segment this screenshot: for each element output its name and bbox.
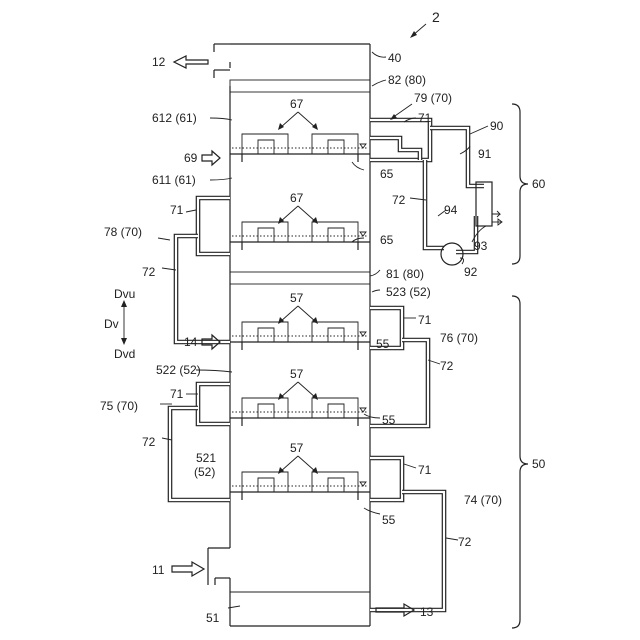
label-91: 91 — [478, 147, 492, 161]
label-65-b: 65 — [380, 233, 394, 247]
column-body — [208, 44, 370, 626]
label-57-a: 57 — [290, 291, 304, 305]
partition-layer-82 — [230, 80, 370, 92]
label-71-c: 71 — [418, 313, 432, 327]
label-76: 76 (70) — [440, 331, 478, 345]
tray-611 — [230, 222, 370, 250]
figure-number: 2 — [432, 9, 440, 25]
partition-layer-81 — [230, 272, 370, 284]
label-60: 60 — [532, 177, 546, 191]
label-67-b: 67 — [290, 191, 304, 205]
pipe-78 — [176, 198, 230, 342]
label-612: 612 (61) — [152, 111, 197, 125]
arrow-inlet-11 — [172, 562, 204, 576]
label-dvd: Dvd — [114, 347, 135, 361]
pipe-79 — [370, 120, 430, 160]
label-12: 12 — [152, 55, 166, 69]
tray-612 — [230, 134, 370, 162]
brace-50 — [512, 296, 528, 628]
label-522: 522 (52) — [156, 363, 201, 377]
label-72-d: 72 — [142, 435, 156, 449]
label-11: 11 — [152, 563, 165, 577]
pipe-75 — [170, 384, 230, 500]
label-dv: Dv — [104, 317, 119, 331]
label-92: 92 — [464, 265, 478, 279]
label-50: 50 — [532, 457, 546, 471]
label-55-c: 55 — [382, 513, 396, 527]
label-523: 523 (52) — [386, 285, 431, 299]
leader-lines — [158, 24, 488, 608]
label-55-b: 55 — [382, 413, 396, 427]
label-71-a: 71 — [418, 111, 432, 125]
label-72-c: 72 — [440, 359, 454, 373]
label-13: 13 — [420, 605, 434, 619]
label-94: 94 — [444, 203, 458, 217]
tray-521 — [230, 472, 370, 500]
label-51: 51 — [206, 611, 220, 625]
pipe-74 — [370, 458, 444, 610]
label-71-b: 71 — [170, 203, 184, 217]
label-74: 74 (70) — [464, 493, 502, 507]
label-57-c: 57 — [290, 441, 304, 455]
label-67-a: 67 — [290, 97, 304, 111]
brace-60 — [512, 104, 528, 264]
label-57-b: 57 — [290, 367, 304, 381]
label-521-paren: (52) — [194, 465, 215, 479]
arrow-inlet-69 — [202, 151, 220, 165]
label-55-a: 55 — [376, 337, 390, 351]
label-72-e: 72 — [458, 535, 472, 549]
label-65-a: 65 — [380, 167, 394, 181]
label-90: 90 — [490, 119, 504, 133]
tray-523 — [230, 322, 370, 350]
label-14: 14 — [184, 335, 198, 349]
label-75: 75 (70) — [100, 399, 138, 413]
label-521: 521 — [196, 451, 216, 465]
label-71-e: 71 — [418, 463, 432, 477]
direction-arrow-dv — [121, 300, 127, 345]
label-79: 79 (70) — [414, 91, 452, 105]
label-78: 78 (70) — [104, 225, 142, 239]
label-81: 81 (80) — [386, 267, 424, 281]
cooler-93 — [476, 182, 502, 226]
label-82: 82 (80) — [388, 73, 426, 87]
label-72-b: 72 — [142, 265, 156, 279]
label-40: 40 — [388, 51, 402, 65]
label-dvu: Dvu — [114, 287, 135, 301]
label-72-a: 72 — [392, 193, 406, 207]
arrow-outlet-12 — [174, 56, 208, 68]
tray-522 — [230, 398, 370, 426]
label-71-d: 71 — [170, 387, 184, 401]
label-93: 93 — [474, 239, 488, 253]
label-69: 69 — [184, 151, 198, 165]
pipe-90-loop — [425, 128, 484, 252]
label-611: 611 (61) — [152, 173, 196, 187]
